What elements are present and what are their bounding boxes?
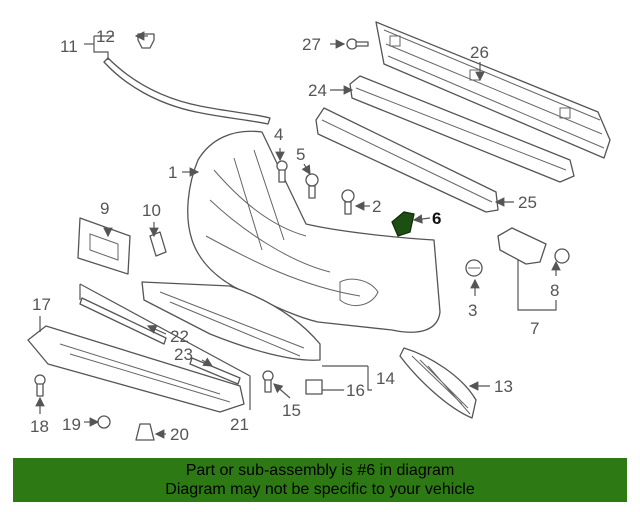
banner-line-2: Diagram may not be specific to your vehi… bbox=[165, 481, 475, 498]
clip-part-20[interactable] bbox=[135, 423, 155, 441]
callout-9: 9 bbox=[100, 199, 109, 218]
energy-absorber-part-24[interactable] bbox=[349, 75, 575, 183]
screw-part-15[interactable] bbox=[262, 370, 274, 393]
banner-line-1: Part or sub-assembly is #6 in diagram bbox=[185, 462, 455, 479]
callout-13: 13 bbox=[494, 377, 513, 396]
callout-7: 7 bbox=[530, 319, 539, 338]
callout-26: 26 bbox=[470, 43, 489, 62]
callout-4: 4 bbox=[274, 125, 283, 144]
callout-21: 21 bbox=[230, 415, 249, 434]
retainer-part-25[interactable] bbox=[315, 107, 499, 213]
panel-outline-part-21 bbox=[79, 283, 251, 410]
screw-part-4[interactable] bbox=[276, 160, 288, 183]
lower-cover-part-14[interactable] bbox=[141, 281, 321, 361]
callout-19: 19 bbox=[62, 415, 81, 434]
screw-part-19[interactable] bbox=[97, 415, 111, 429]
under-cover-part-17[interactable] bbox=[27, 325, 245, 413]
bumper-cover-part-1[interactable] bbox=[187, 130, 441, 333]
callout-14: 14 bbox=[376, 369, 395, 388]
bracket-part-7[interactable] bbox=[497, 227, 547, 265]
bracket-part-10[interactable] bbox=[149, 231, 167, 257]
callout-18: 18 bbox=[30, 417, 49, 436]
callout-6: 6 bbox=[432, 209, 441, 228]
clip-part-16[interactable] bbox=[305, 379, 323, 395]
callout-10: 10 bbox=[142, 201, 161, 220]
callout-24: 24 bbox=[308, 81, 327, 100]
clip-part-3[interactable] bbox=[465, 259, 483, 277]
bolt-part-27[interactable] bbox=[346, 38, 369, 50]
fog-grille-part-13[interactable] bbox=[399, 347, 477, 419]
bolt-part-5[interactable] bbox=[305, 173, 319, 199]
bumper-reinforcement-part-26[interactable] bbox=[375, 21, 611, 159]
bracket-part-6[interactable] bbox=[391, 211, 415, 237]
parts-diagram: 11 12 1 2 3 4 5 6 7 8 9 10 13 14 15 16 1… bbox=[27, 21, 611, 444]
callout-16: 16 bbox=[346, 381, 365, 400]
callout-17: 17 bbox=[32, 295, 51, 314]
molding-part-11[interactable] bbox=[103, 57, 271, 125]
callout-27: 27 bbox=[302, 35, 321, 54]
callout-20: 20 bbox=[170, 425, 189, 444]
seal-part-22[interactable] bbox=[79, 297, 167, 345]
callout-11: 11 bbox=[60, 37, 78, 56]
callout-5: 5 bbox=[296, 145, 305, 164]
screw-part-2[interactable] bbox=[341, 189, 355, 215]
callout-22: 22 bbox=[170, 327, 189, 346]
screw-part-18[interactable] bbox=[34, 374, 46, 397]
callout-labels: 11 12 1 2 3 4 5 6 7 8 9 10 13 14 15 16 1… bbox=[30, 27, 559, 444]
callout-8: 8 bbox=[550, 281, 559, 300]
clip-part-8[interactable] bbox=[554, 248, 570, 264]
leader-lines bbox=[35, 31, 561, 439]
callout-3: 3 bbox=[468, 301, 477, 320]
callout-2: 2 bbox=[372, 197, 381, 216]
callout-25: 25 bbox=[518, 193, 537, 212]
callout-12: 12 bbox=[96, 27, 115, 46]
callout-1: 1 bbox=[168, 163, 177, 182]
license-bracket-part-9[interactable] bbox=[77, 217, 131, 275]
info-banner: Part or sub-assembly is #6 in diagram Di… bbox=[13, 458, 627, 502]
callout-23: 23 bbox=[174, 345, 193, 364]
callout-15: 15 bbox=[282, 401, 301, 420]
